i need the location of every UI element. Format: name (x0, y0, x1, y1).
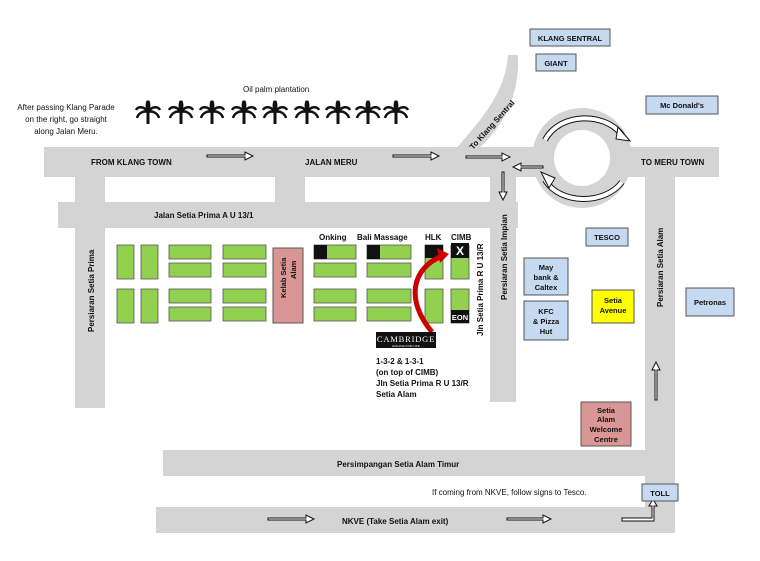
road-label-persiaran-setia-alam: Persiaran Setia Alam (656, 228, 665, 307)
setia-avenue-line1: Setia (604, 296, 623, 305)
roads (44, 55, 719, 533)
road-label-persiaran-setia-prima: Persiaran Setia Prima (87, 249, 96, 332)
kfc-box (523, 300, 569, 341)
mcdonalds-box (645, 95, 719, 115)
bali-massage-label: Bali Massage (357, 233, 408, 242)
maybank-line3: Caltex (535, 283, 558, 292)
mcdonalds-label: Mc Donald's (660, 101, 704, 110)
setia-avenue-line2: Avenue (600, 306, 627, 315)
road-label-jalan-meru: JALAN MERU (305, 158, 358, 167)
maybank-line1: May (539, 263, 554, 272)
after-passing-line1: After passing Klang Parade (17, 103, 115, 112)
red-direction-arrow (412, 253, 444, 334)
cambridge-logo-sub: ENGLISH FOR LIFE (392, 344, 420, 348)
road-nkve (156, 507, 675, 533)
kfc-line1: KFC (538, 307, 554, 316)
address-line4: Setia Alam (376, 390, 417, 399)
road-label-persimpangan: Persimpangan Setia Alam Timur (337, 460, 459, 469)
cimb-label: CIMB (451, 233, 472, 242)
bali-massage-unit (367, 245, 380, 259)
welcome-line2: Alam (597, 415, 616, 424)
kelab-box (272, 247, 304, 324)
nkve-note: If coming from NKVE, follow signs to Tes… (432, 488, 587, 497)
cimb-unit (451, 243, 469, 258)
cambridge-logo (376, 332, 436, 348)
welcome-line4: Centre (594, 435, 618, 444)
toll-box (641, 483, 679, 502)
toll-label: TOLL (650, 489, 670, 498)
kfc-line3: Hut (540, 327, 553, 336)
setia-avenue-box (591, 289, 635, 324)
road-persimpangan (163, 450, 645, 476)
road-label-persiaran-setia-impian: Persiaran Setia Impian (500, 214, 509, 300)
kelab-line2: Alam (289, 260, 298, 279)
hlk-label: HLK (425, 233, 442, 242)
welcome-line1: Setia (597, 406, 616, 415)
road-label-from-klang: FROM KLANG TOWN (91, 158, 172, 167)
kfc-line2: & Pizza (533, 317, 560, 326)
palm-trees (134, 99, 410, 126)
address-line1: 1-3-2 & 1-3-1 (376, 357, 424, 366)
klang-sentral-label: KLANG SENTRAL (538, 34, 603, 43)
petronas-box (685, 287, 735, 317)
giant-box (535, 53, 577, 72)
onking-label: Onking (319, 233, 347, 242)
welcome-line3: Welcome (590, 425, 623, 434)
road-persiaran-setia-impian (490, 177, 516, 402)
road-label-nkve: NKVE (Take Setia Alam exit) (342, 517, 449, 526)
welcome-centre-box (580, 401, 632, 447)
klang-sentral-box (529, 28, 611, 47)
maybank-box (523, 257, 569, 296)
maybank-line2: bank & (533, 273, 559, 282)
road-to-klang-sentral (455, 55, 519, 152)
after-passing-line3: along Jalan Meru. (34, 127, 98, 136)
tesco-label: TESCO (594, 233, 620, 242)
cambridge-logo-text: CAMBRIDGE (377, 334, 435, 344)
x-marker: X (456, 244, 464, 258)
petronas-label: Petronas (694, 298, 726, 307)
onking-unit (314, 245, 327, 259)
road-label-jalan-setia-prima-a: Jalan Setia Prima A U 13/1 (154, 211, 254, 220)
road-label-to-meru: TO MERU TOWN (641, 158, 704, 167)
road-jalan-setia-prima-a (58, 202, 518, 228)
tesco-box (585, 227, 629, 247)
address-line2: (on top of CIMB) (376, 368, 439, 377)
after-passing-line2: on the right, go straight (25, 115, 108, 124)
kelab-line1: Kelab Setia (279, 257, 288, 298)
road-label-jln-setia-prima-r: Jln Setia Prima R U 13/R (476, 243, 485, 336)
address-line3: Jln Setia Prima R U 13/R (376, 379, 469, 388)
eon-unit (451, 310, 469, 323)
eon-label: EON (452, 313, 468, 322)
road-persiaran-setia-alam (645, 177, 675, 532)
oil-palm-label: Oil palm plantation (243, 85, 309, 94)
giant-label: GIANT (544, 59, 568, 68)
